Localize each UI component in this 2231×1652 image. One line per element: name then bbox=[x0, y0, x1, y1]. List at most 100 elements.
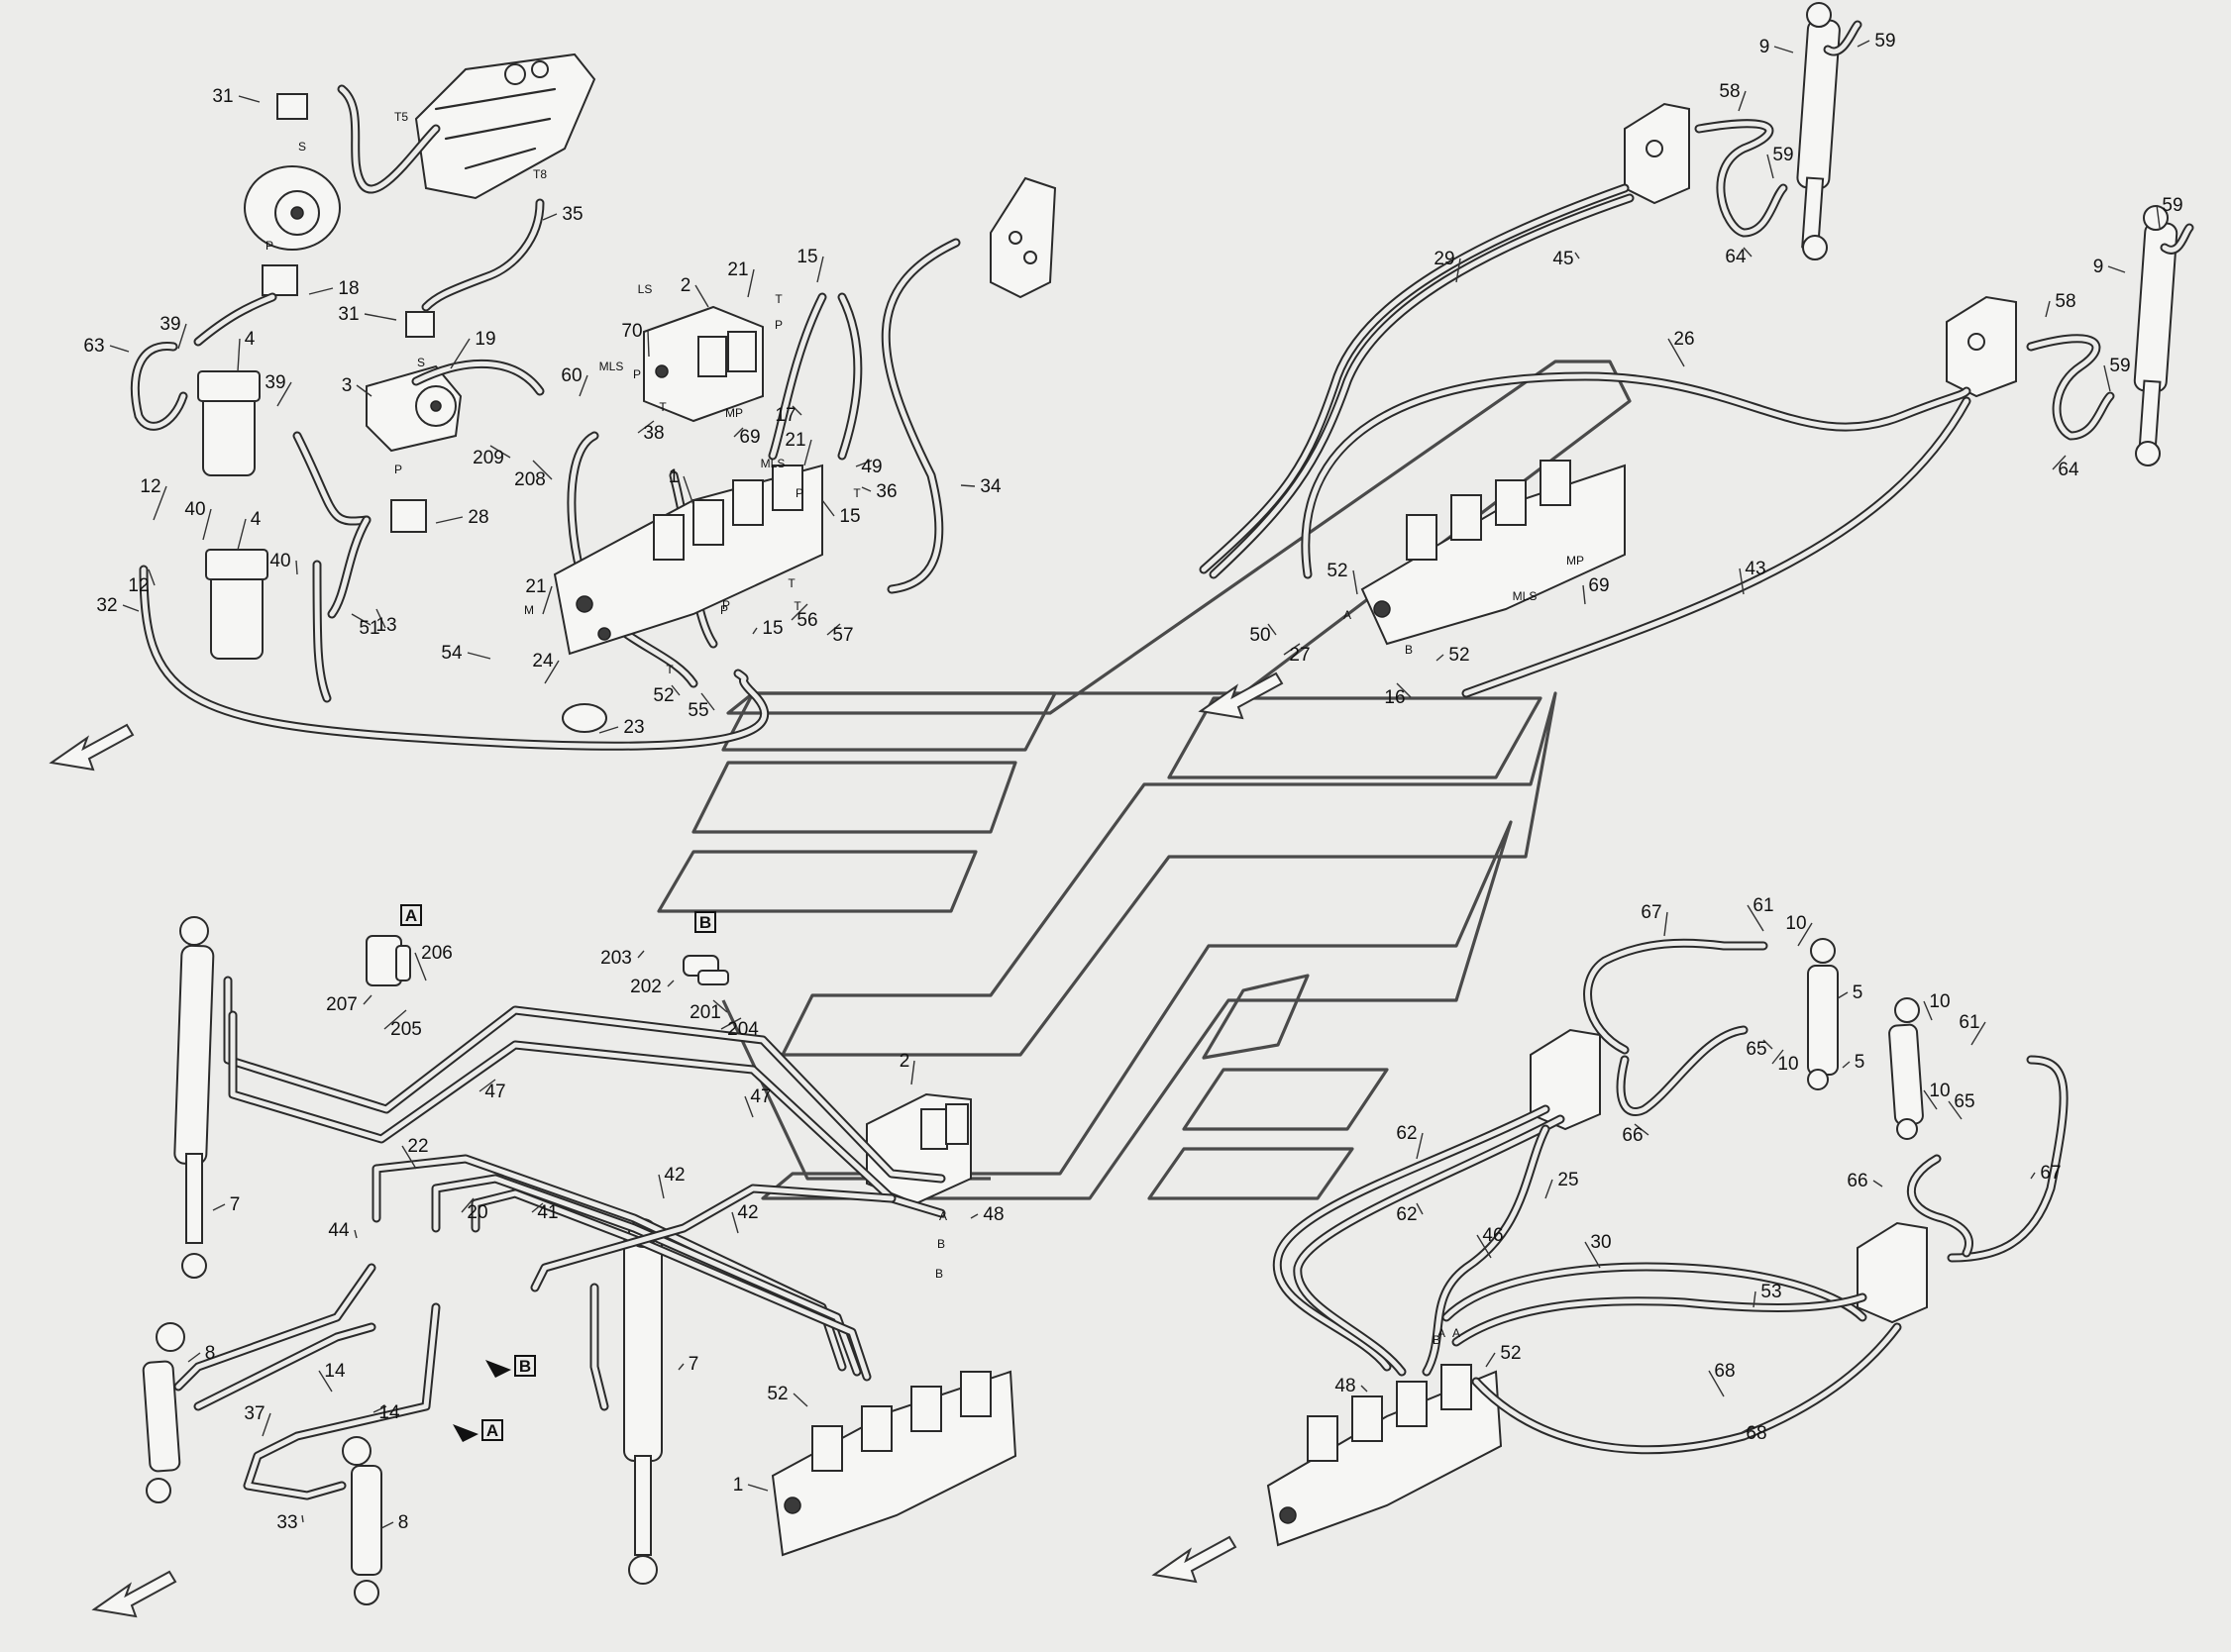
part-callout-label: 55 bbox=[688, 700, 708, 721]
leader-line bbox=[383, 1009, 407, 1030]
leader-line bbox=[816, 256, 824, 283]
hoses-lower-right bbox=[1272, 938, 2069, 1455]
leader-line bbox=[667, 980, 675, 987]
part-callout-label: 43 bbox=[1745, 559, 1765, 579]
part-callout-label: 52 bbox=[1448, 645, 1469, 666]
leader-line bbox=[1762, 1039, 1773, 1050]
part-callout-label: 17 bbox=[775, 405, 796, 426]
part-callout-label: 15 bbox=[797, 247, 817, 267]
leader-line bbox=[1771, 1049, 1784, 1065]
part-callout-label: 12 bbox=[128, 575, 149, 596]
part-callout-label: 1 bbox=[733, 1475, 744, 1496]
leader-line bbox=[1283, 643, 1301, 656]
part-callout-label: 15 bbox=[839, 506, 860, 527]
leader-line bbox=[363, 994, 372, 1005]
leader-line bbox=[202, 508, 212, 541]
part-callout-label: 5 bbox=[1853, 982, 1863, 1003]
leader-lines bbox=[109, 40, 2161, 1529]
part-callout-label: 54 bbox=[441, 643, 463, 664]
port-label: MLS bbox=[599, 360, 624, 373]
part-callout-label: 31 bbox=[338, 304, 359, 325]
leader-line bbox=[461, 1197, 475, 1213]
part-callout-label: 34 bbox=[980, 476, 1002, 497]
leader-line bbox=[733, 427, 744, 438]
leader-line bbox=[1923, 1089, 1938, 1110]
control-valve-upper-right bbox=[1360, 460, 1626, 646]
leader-line bbox=[1267, 623, 1277, 636]
part-callout-label: 40 bbox=[269, 551, 290, 571]
port-label: B bbox=[935, 1267, 943, 1281]
part-callout-label: 66 bbox=[1847, 1171, 1867, 1191]
part-callout-label: 203 bbox=[600, 948, 632, 969]
cylinder-lower-right-5b bbox=[1888, 997, 1924, 1140]
port-label: LS bbox=[638, 282, 653, 296]
cylinder-lower-left-7a bbox=[173, 916, 215, 1279]
part-callout-label: 25 bbox=[1557, 1170, 1578, 1190]
part-callout-label: 19 bbox=[475, 329, 495, 350]
part-callout-label: 201 bbox=[690, 1002, 721, 1023]
port-label: P bbox=[394, 463, 402, 476]
detail-reference-letter: A bbox=[486, 1421, 498, 1440]
part-callout-label: 206 bbox=[421, 943, 453, 964]
part-callout-label: 31 bbox=[212, 86, 233, 107]
leader-line bbox=[212, 1203, 226, 1211]
part-callout-label: 66 bbox=[1622, 1125, 1643, 1146]
detail-reference-letter: A bbox=[405, 906, 417, 925]
leader-line bbox=[1872, 1180, 1883, 1187]
port-label: T bbox=[853, 486, 861, 500]
part-callout-label: 2 bbox=[900, 1051, 910, 1072]
part-callout-label: 69 bbox=[1588, 575, 1609, 596]
leader-line bbox=[489, 445, 511, 459]
leader-line bbox=[122, 604, 140, 612]
detail-reference-letter: B bbox=[699, 913, 711, 932]
part-callout-label: 30 bbox=[1590, 1232, 1611, 1253]
leader-line bbox=[791, 603, 808, 621]
leader-line bbox=[712, 999, 728, 1013]
port-label: A bbox=[939, 1209, 947, 1223]
part-callout-label: 61 bbox=[1753, 895, 1773, 916]
flange-fitting bbox=[276, 93, 308, 120]
part-callout-label: 36 bbox=[876, 481, 897, 502]
leader-line bbox=[960, 484, 976, 487]
part-callout-label: 62 bbox=[1396, 1204, 1417, 1225]
port-label: P bbox=[720, 603, 728, 617]
direction-arrows bbox=[49, 671, 1284, 1618]
leader-line bbox=[2103, 364, 2111, 392]
control-valve-lower-1 bbox=[771, 1370, 1017, 1557]
leader-line bbox=[544, 660, 560, 684]
port-label: A bbox=[1343, 608, 1351, 622]
leader-line bbox=[478, 1079, 496, 1092]
leader-line bbox=[2107, 265, 2126, 273]
detail-reference-box bbox=[400, 904, 422, 926]
part-callout-label: 28 bbox=[468, 507, 488, 528]
valve-plate-lower-right-2 bbox=[1857, 1221, 1928, 1324]
leader-line bbox=[694, 284, 709, 308]
part-callout-label: 39 bbox=[159, 314, 180, 335]
port-label: P bbox=[266, 239, 273, 253]
direction-arrow-top-left bbox=[49, 723, 135, 772]
leader-line bbox=[647, 330, 650, 358]
part-callout-label: 59 bbox=[2109, 356, 2130, 376]
port-label: MP bbox=[725, 406, 743, 420]
leader-line bbox=[1360, 1385, 1368, 1393]
leader-line bbox=[752, 627, 758, 635]
port-label: B bbox=[1433, 1333, 1440, 1347]
clamp-detail-a bbox=[366, 935, 411, 986]
part-callout-label: 68 bbox=[1714, 1361, 1735, 1382]
leader-line bbox=[683, 475, 694, 506]
part-callout-label: 45 bbox=[1552, 249, 1573, 269]
part-callout-label: 13 bbox=[375, 615, 396, 636]
leader-line bbox=[910, 1060, 915, 1085]
leader-line bbox=[238, 95, 261, 103]
part-callout-label: 209 bbox=[473, 448, 504, 468]
leader-line bbox=[1753, 1291, 1756, 1308]
part-callout-label: 52 bbox=[1500, 1343, 1521, 1364]
leader-line bbox=[262, 1412, 271, 1437]
leader-line bbox=[637, 420, 655, 434]
port-label: T bbox=[659, 400, 667, 414]
part-callout-label: 4 bbox=[245, 329, 256, 350]
part-callout-label: 207 bbox=[326, 994, 358, 1015]
leader-line bbox=[467, 652, 491, 660]
control-valve-upper-2 bbox=[643, 305, 764, 423]
leader-line bbox=[1797, 922, 1813, 947]
